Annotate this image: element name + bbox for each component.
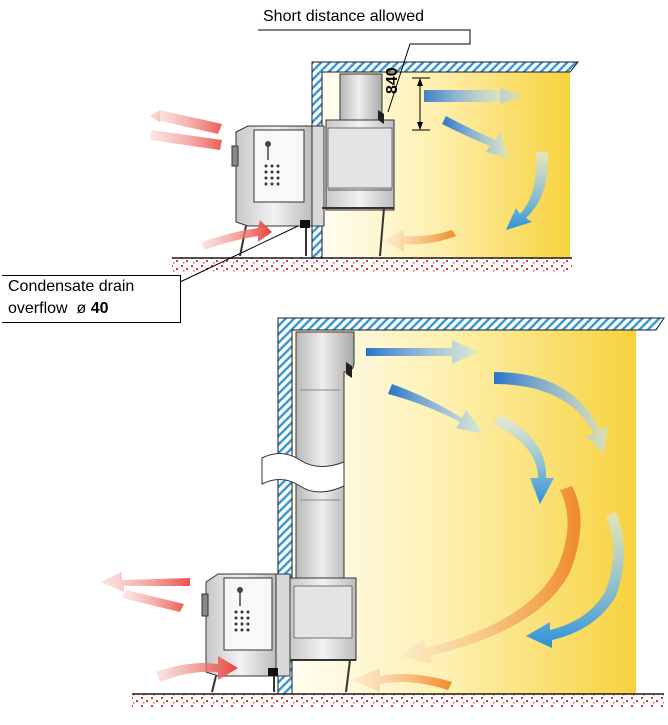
condensate-leader — [179, 225, 299, 283]
top-scene — [150, 29, 580, 283]
top-exhaust-hood-icon — [325, 73, 395, 211]
top-oven-unit-icon — [231, 125, 394, 257]
top-airflow-arrows — [150, 88, 549, 252]
bottom-exhaust-duct-icon — [289, 331, 357, 661]
condensate-label-line1: Condensate drain — [8, 278, 135, 295]
dimension-label: 840 — [384, 67, 401, 94]
dimension-840-marker — [412, 77, 430, 131]
short-distance-label: Short distance allowed — [263, 8, 424, 25]
condensate-prefix: overflow ø — [8, 300, 91, 317]
condensate-label-line2: overflow ø 40 — [8, 300, 108, 318]
break-mark-icon — [261, 453, 345, 493]
condensate-label-box — [2, 275, 181, 323]
condensate-diameter-value: 40 — [90, 300, 109, 317]
bottom-floor-hatching-icon — [132, 694, 664, 708]
bottom-airflow-arrows — [100, 340, 624, 692]
bottom-oven-unit-icon — [201, 573, 356, 693]
bottom-scene — [100, 317, 665, 708]
top-floor-hatching-icon — [172, 258, 572, 272]
short-distance-leader — [258, 29, 471, 113]
